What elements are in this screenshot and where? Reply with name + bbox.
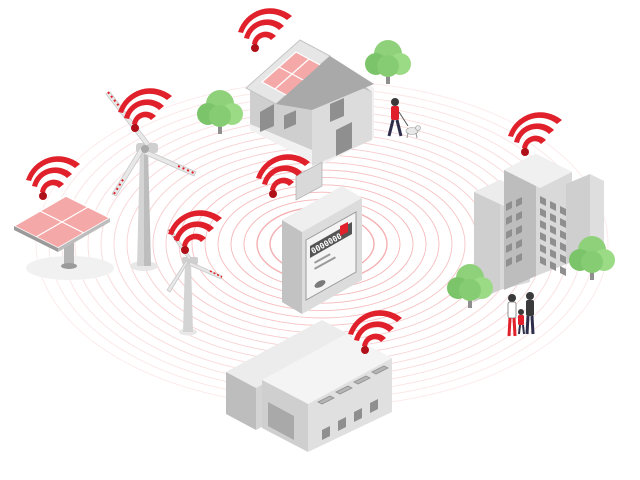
solar-panel-icon [12,195,114,280]
tree-icon [365,40,411,84]
office-window [560,230,566,240]
office-window [516,225,522,235]
office-window [540,220,546,230]
office-window [516,253,522,263]
factory-roof-vent [353,375,371,385]
office-window [540,232,546,242]
office-window [550,249,556,259]
office-window [540,208,546,218]
office-window [550,201,556,211]
office-window [560,218,566,228]
wifi-signal-icon [508,112,562,156]
office-window [540,196,546,206]
factory-roof-vent [371,365,389,375]
office-window [560,254,566,264]
wifi-signal-icon [168,210,222,254]
person-walking-dog-icon [387,98,421,139]
house-icon [245,39,374,166]
office-window [550,261,556,271]
office-window [516,239,522,249]
smart-meter-icon: 0000000 [282,161,362,314]
factory-window [338,417,346,431]
factory-roof-vent [317,395,335,405]
office-window [560,266,566,276]
wind-turbine-icon [166,228,223,336]
office-window [506,215,512,225]
office-window [560,206,566,216]
factory-window [354,408,362,422]
office-window [540,244,546,254]
office-window [560,242,566,252]
factory-window [370,399,378,413]
office-window [540,256,546,266]
office-window [516,211,522,221]
factory-window [322,426,330,440]
office-window [516,197,522,207]
office-building-icon [474,154,604,302]
office-window [550,225,556,235]
office-window [506,201,512,211]
wifi-signal-icon [26,156,80,200]
family-icon [507,292,535,337]
office-window [550,213,556,223]
wifi-signal-icon [238,8,292,52]
factory-roof-vent [335,385,353,395]
office-window [506,243,512,253]
wind-turbine-icon [105,91,197,271]
office-window [506,229,512,239]
office-window [506,257,512,267]
factory-icon [226,320,392,452]
office-window [550,237,556,247]
